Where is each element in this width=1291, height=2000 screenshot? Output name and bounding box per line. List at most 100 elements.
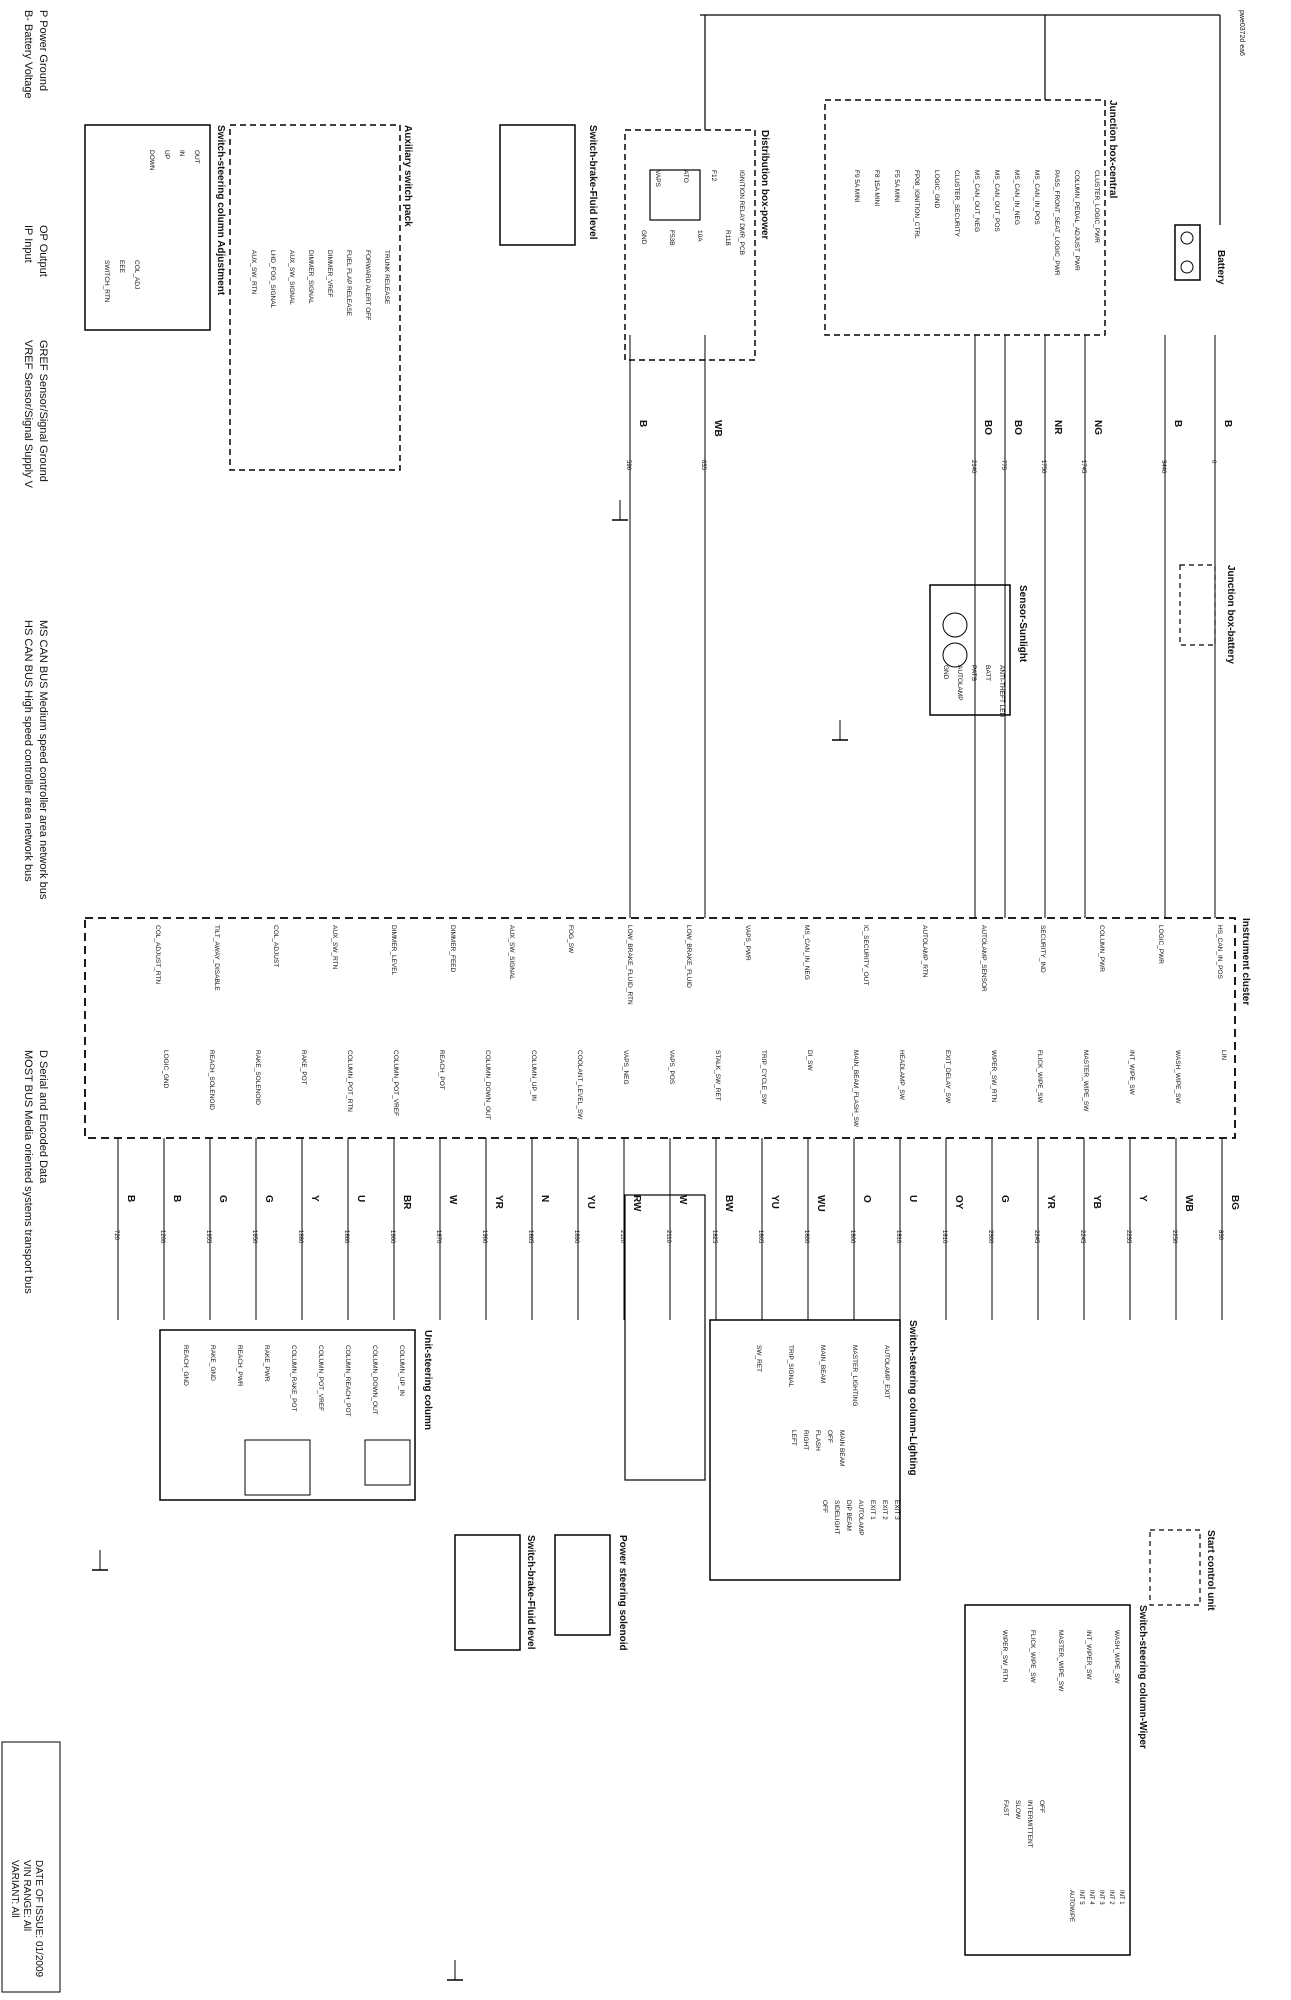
- jb-central-pin-label: MS_CAN_OUT_NEG: [973, 170, 980, 232]
- ic-right-pin-label: COLUMN_POT_VREF: [392, 1050, 399, 1116]
- ic-right-pin-label: REACH_POT: [438, 1050, 445, 1090]
- wire-length-label: 775: [1000, 460, 1006, 471]
- unit-steering-pin-label: COLUMN_POT_VREF: [317, 1345, 324, 1411]
- unit-steering-pin-label: COLUMN_DOWN_OUT: [371, 1345, 378, 1415]
- ic-right-pin-label: WIPER_SW_RTN: [990, 1050, 997, 1103]
- unit-steering-label: Unit-steering column: [422, 1330, 433, 1430]
- ic-left-pin-label: COLUMN_PWR: [1098, 925, 1105, 972]
- ic-right-pin-label: COLUMN_DOWN_OUT: [484, 1050, 491, 1120]
- dist-power-pin-label: F53B: [668, 230, 675, 246]
- unit-steering-pin-label: REACH_GND: [182, 1345, 189, 1386]
- unit-steering-pin-label: RAKE_GND: [209, 1345, 216, 1381]
- wiper-pin-label: INT_WIPER_SW: [1085, 1630, 1092, 1680]
- wire-color-label: G: [999, 1195, 1010, 1203]
- wiper-pin-label: FLICK_WIPE_SW: [1029, 1630, 1036, 1684]
- wire-color-label: W: [447, 1195, 458, 1205]
- ic-right-pin-label: FLICK_WIPE_SW: [1036, 1050, 1043, 1104]
- lighting-mode-label: EXIT 1: [869, 1500, 876, 1520]
- coladj-pin-label: OUT: [193, 150, 200, 164]
- wire-length-label: 1950: [251, 1230, 257, 1244]
- ic-left-pin-label: LOGIC_PWR: [1157, 925, 1164, 964]
- ic-left-pin-label: HS_CAN_IN_POS: [1216, 925, 1223, 979]
- ic-right-pin-label: TRIP_CYCLE_SW: [760, 1050, 767, 1105]
- ps-solenoid-label: Power steering solenoid: [617, 1535, 628, 1651]
- wiper-int-label: INT 5: [1078, 1890, 1084, 1905]
- distribution-box-power: Distribution box-power IGNITION RELAY DM…: [624, 129, 770, 361]
- lighting-position-label: FLASH: [814, 1430, 821, 1451]
- wire-length-label: 1800: [849, 1230, 855, 1244]
- aux-pin-label: AUX_SW_SIGNAL: [288, 250, 295, 305]
- ps-solenoid: Power steering solenoid: [554, 1534, 628, 1651]
- ic-right-pin-label: MAIN_BEAM_FLASH_SW: [852, 1050, 859, 1128]
- unit-steering-column: Unit-steering column COLUMN_UP_INCOLUMN_…: [159, 1329, 433, 1501]
- wire-color-label: WB: [712, 420, 723, 437]
- dist-power-pin-label: R11B: [724, 230, 731, 246]
- legend-item: D Serial and Encoded Data: [37, 1050, 49, 1184]
- wire-color-label: YB: [1091, 1195, 1102, 1209]
- unit-steering-pin-label: COLUMN_REACH_POT: [344, 1345, 351, 1417]
- ic-left-pin-label: IC_SECURITY_OUT: [862, 925, 869, 985]
- ic-right-pin-label: HEADLAMP_SW: [898, 1050, 905, 1101]
- ic-left-pin-label: DIMMER_LEVEL: [390, 925, 397, 976]
- wire-length-label: 1960: [481, 1230, 487, 1244]
- ic-right-pin-label: DI_SW: [806, 1050, 813, 1071]
- sunlight-label: Sensor-Sunlight: [1017, 585, 1028, 663]
- wire-length-label: 2300: [987, 1230, 993, 1244]
- wire-color-label: BG: [1229, 1195, 1240, 1210]
- ic-right-pin-label: WASH_WIPE_SW: [1174, 1050, 1181, 1104]
- wire-color-label: YR: [1045, 1195, 1056, 1210]
- col-adj-label: Switch-steering column Adjustment: [215, 125, 226, 296]
- wire-color-label: U: [355, 1195, 366, 1202]
- ic-left-pin-label: LOW_BRAKE_FLUID_RTN: [626, 925, 633, 1005]
- wire-length-label: 1810: [941, 1230, 947, 1244]
- connector-box: [624, 1194, 706, 1481]
- wiper-pin-label: WIPER_SW_RTN: [1001, 1630, 1008, 1683]
- lighting-mode-label: EXIT 2: [881, 1500, 888, 1520]
- aux-switch-pack: Auxiliary switch pack TRUNK RELEASEFORWA…: [229, 124, 413, 471]
- wire-color-label: B: [1172, 420, 1183, 427]
- ic-right-pin-label: COLUMN_POT_RTN: [346, 1050, 353, 1112]
- wire-color-label: BO: [982, 420, 993, 435]
- ic-left-pin-label: SECURITY_IND: [1039, 925, 1046, 973]
- wire-color-label: OY: [953, 1195, 964, 1210]
- start-control-unit: Start control unit: [1149, 1529, 1216, 1611]
- wire-length-label: 2235: [1125, 1230, 1131, 1244]
- wire-length-label: 1955: [205, 1230, 211, 1244]
- unit-steering-pin-label: RAKE_PWR: [263, 1345, 270, 1382]
- wire-length-label: 1805: [757, 1230, 763, 1244]
- wire-color-label: U: [907, 1195, 918, 1202]
- lighting-position-label: RIGHT: [802, 1430, 809, 1450]
- wiper-label: Switch-steering column-Wiper: [1137, 1605, 1148, 1749]
- jb-battery-label: Junction box-battery: [1225, 565, 1236, 664]
- ic-right-pin-label: INT_WIPE_SW: [1128, 1050, 1135, 1096]
- sunlight-pin-label: PATS: [970, 665, 977, 682]
- wire-color-label: BR: [401, 1195, 412, 1210]
- lighting-mode-label: DIP BEAM: [845, 1500, 852, 1531]
- dist-power-pin-label: 10A: [696, 230, 703, 242]
- aux-pin-label: AUX_SW_RTN: [250, 250, 257, 295]
- jb-central-pin-label: MS_CAN_IN_NEG: [1013, 170, 1020, 225]
- wire-color-label: BO: [1012, 420, 1023, 435]
- wire-color-label: O: [861, 1195, 872, 1203]
- variant-box: VARIANT: All VIN RANGE: All DATE OF ISSU…: [1, 1741, 61, 1993]
- jb-central-pin-label: CLUSTER_SECURITY: [953, 170, 960, 237]
- aux-pin-label: LHD_FOG_SIGNAL: [269, 250, 276, 309]
- jb-central-pin-label: COLUMN_PEDAL_ADJUST_PWR: [1073, 170, 1080, 271]
- ic-left-pin-label: VAPS_PWR: [744, 925, 751, 961]
- switch-brake-right: Switch-brake-Fluid level: [454, 1534, 536, 1651]
- date-of-issue-text: DATE OF ISSUE: 01/2009: [33, 1860, 44, 1978]
- aux-pin-label: FORWARD ALERT OFF: [364, 250, 371, 320]
- wire-length-label: 1810: [895, 1230, 901, 1244]
- wire-color-label: N: [539, 1195, 550, 1202]
- junction-box-battery: Junction box-battery: [1179, 564, 1236, 664]
- lighting-mode-label: AUTOLAMP: [857, 1500, 864, 1536]
- ic-right-pin-label: REACH_SOLENOID: [208, 1050, 215, 1110]
- jb-central-pin-label: F9 5A MINI: [853, 170, 860, 203]
- junction-box-central: Junction box-central CLUSTER_LOGIC_PWRCO…: [824, 99, 1118, 336]
- wire-color-label: NR: [1052, 420, 1063, 435]
- wiper-position-label: OFF: [1038, 1800, 1045, 1813]
- coladj-pin-label: DOWN: [148, 150, 155, 171]
- wiper-int-label: INT 4: [1088, 1890, 1094, 1905]
- battery: Battery: [1174, 224, 1226, 285]
